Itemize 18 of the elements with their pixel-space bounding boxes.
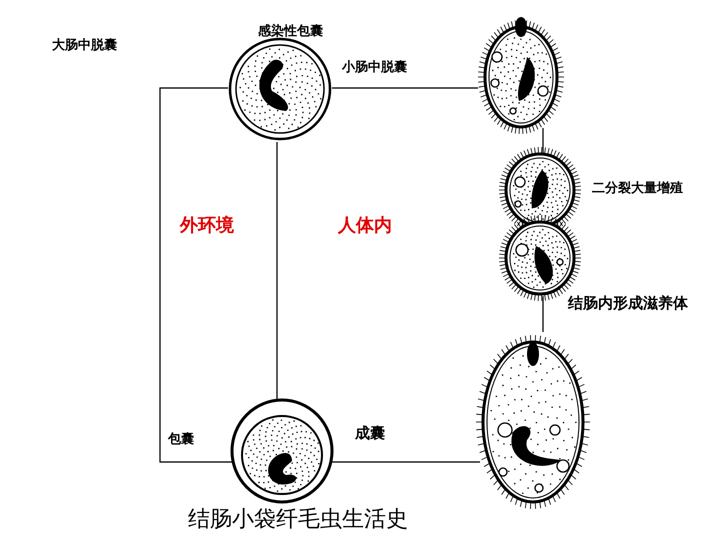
stage-caption: 包囊 (168, 431, 194, 448)
connector-line (159, 87, 232, 463)
connector-line (542, 128, 544, 154)
region-label: 外环境 (180, 214, 234, 237)
stage-label: 结肠内形成滋养体 (568, 294, 688, 313)
region-label: 人体内 (338, 214, 392, 237)
connector-line (276, 142, 278, 400)
diagram-title: 结肠小袋纤毛虫生活史 (188, 506, 408, 534)
connector-line (332, 87, 478, 89)
stage-label: 成囊 (355, 424, 385, 443)
stage-label: 小肠中脱囊 (342, 59, 407, 76)
connector-line (542, 296, 544, 332)
stage-caption: 感染性包囊 (258, 22, 323, 40)
cyst-drawing (230, 398, 334, 504)
connector-line (331, 461, 480, 463)
stage-label: 大肠中脱囊 (52, 37, 117, 54)
stage-caption: 二分裂大量增殖 (592, 180, 683, 197)
cyst-drawing (228, 36, 332, 142)
